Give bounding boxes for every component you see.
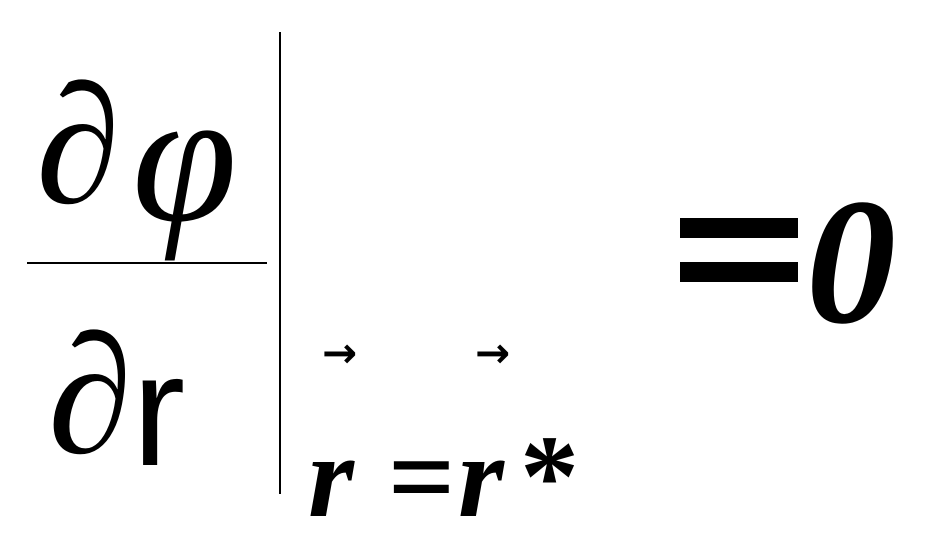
- fraction-bar: [27, 262, 267, 264]
- result-zero: 0: [806, 162, 896, 361]
- numerator-partial-symbol: ∂: [36, 51, 120, 239]
- subscript-r-star-vector: r: [458, 411, 504, 539]
- numerator-phi: φ: [132, 52, 238, 262]
- subscript-star: *: [520, 411, 579, 539]
- subscript-equals: =: [388, 411, 456, 539]
- equals-sign-top-bar: [680, 218, 798, 238]
- denominator-r: r: [132, 320, 186, 499]
- vector-arrow-icon: →: [475, 328, 511, 377]
- denominator-partial-symbol: ∂: [48, 301, 133, 489]
- equals-sign-bottom-bar: [680, 262, 798, 282]
- evaluation-bar: [279, 32, 281, 494]
- vector-arrow-icon: →: [322, 328, 358, 377]
- subscript-r-vector: r: [308, 411, 354, 539]
